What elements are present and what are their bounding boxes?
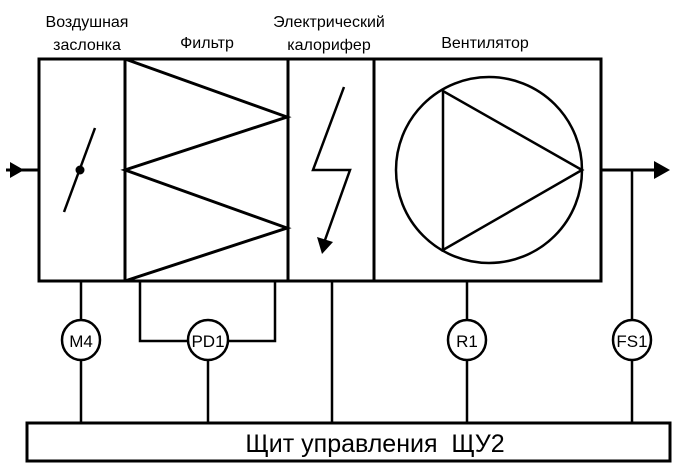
heater-label-line2: калорифер (287, 37, 371, 54)
fan-icon (394, 75, 585, 265)
sensor-m4: M4 (60, 318, 102, 362)
wiring (79, 170, 634, 423)
sensor-fs1: FS1 (611, 318, 653, 362)
control-panel-label: Щит управления ЩУ2 (245, 430, 504, 458)
heater-label-line1: Электрический (273, 14, 385, 31)
sensor-r1: R1 (446, 318, 488, 362)
damper-label-line1: Воздушная (46, 14, 129, 31)
heater-lightning-icon (311, 86, 352, 254)
filter-label: Фильтр (180, 35, 234, 52)
control-panel-box (25, 421, 672, 463)
outlet-arrow-icon (601, 161, 670, 179)
damper-icon (62, 127, 97, 213)
sensor-pd1: PD1 (186, 318, 230, 362)
sensor-m4-label: M4 (69, 332, 93, 351)
sensor-r1-label: R1 (456, 332, 478, 351)
inlet-arrow-icon (6, 162, 39, 178)
damper-label-line2: заслонка (53, 37, 121, 54)
fan-label: Вентилятор (441, 35, 529, 52)
sensor-fs1-label: FS1 (616, 332, 647, 351)
sensor-pd1-label: PD1 (191, 332, 224, 351)
filter-icon (120, 57, 292, 283)
